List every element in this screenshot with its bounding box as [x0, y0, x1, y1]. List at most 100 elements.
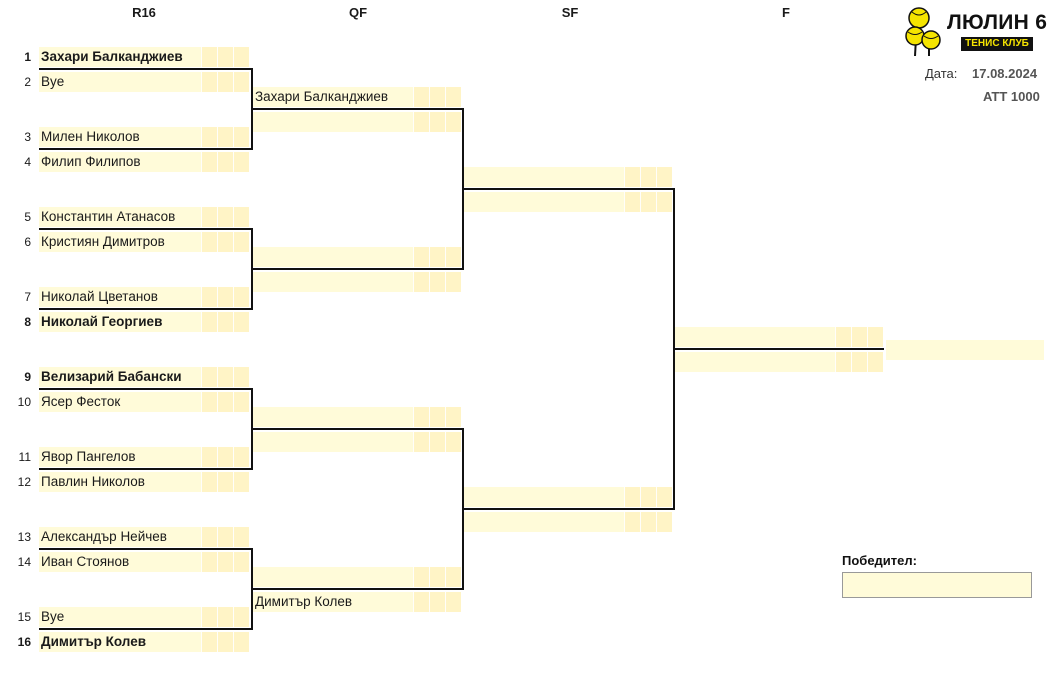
r16-slot-8-score-2[interactable] [217, 312, 233, 332]
qf-slot-6-score-2[interactable] [429, 432, 445, 452]
r16-slot-9-score-3[interactable] [233, 367, 249, 387]
qf-slot-4-score-1[interactable] [413, 272, 429, 292]
r16-slot-13-score-2[interactable] [217, 527, 233, 547]
r16-slot-11-score-3[interactable] [233, 447, 249, 467]
r16-slot-7-name[interactable]: Николай Цветанов [41, 289, 158, 304]
qf-slot-7-score-1[interactable] [413, 567, 429, 587]
qf-slot-4-score-3[interactable] [445, 272, 461, 292]
qf-slot-2-score-1[interactable] [413, 112, 429, 132]
qf-slot-8-score-3[interactable] [445, 592, 461, 612]
qf-slot-5-score-1[interactable] [413, 407, 429, 427]
sf-slot-4-score-2[interactable] [640, 512, 656, 532]
winner-field[interactable] [842, 572, 1032, 598]
sf-slot-3-score-1[interactable] [624, 487, 640, 507]
qf-slot-6-score-3[interactable] [445, 432, 461, 452]
r16-slot-6-score-1[interactable] [201, 232, 217, 252]
sf-slot-2-score-2[interactable] [640, 192, 656, 212]
r16-slot-11-score-1[interactable] [201, 447, 217, 467]
r16-slot-3-score-3[interactable] [233, 127, 249, 147]
qf-slot-2-score-3[interactable] [445, 112, 461, 132]
qf-slot-5-score-2[interactable] [429, 407, 445, 427]
r16-slot-15-score-3[interactable] [233, 607, 249, 627]
r16-slot-13-name[interactable]: Александър Нейчев [41, 529, 167, 544]
qf-slot-1-score-2[interactable] [429, 87, 445, 107]
champion-slot[interactable] [886, 340, 1044, 360]
r16-slot-3-score-2[interactable] [217, 127, 233, 147]
r16-slot-16-score-3[interactable] [233, 632, 249, 652]
qf-slot-7-score-2[interactable] [429, 567, 445, 587]
r16-slot-4-name[interactable]: Филип Филипов [41, 154, 141, 169]
sf-slot-2-name[interactable] [464, 192, 626, 212]
r16-slot-3-name[interactable]: Милен Николов [41, 129, 140, 144]
r16-slot-15-score-1[interactable] [201, 607, 217, 627]
r16-slot-1-name[interactable]: Захари Балканджиев [41, 49, 183, 64]
qf-slot-3-score-3[interactable] [445, 247, 461, 267]
r16-slot-9-score-1[interactable] [201, 367, 217, 387]
r16-slot-14-score-1[interactable] [201, 552, 217, 572]
r16-slot-16-name[interactable]: Димитър Колев [41, 634, 147, 649]
r16-slot-10-score-3[interactable] [233, 392, 249, 412]
r16-slot-7-score-2[interactable] [217, 287, 233, 307]
qf-slot-8-score-1[interactable] [413, 592, 429, 612]
qf-slot-8-score-2[interactable] [429, 592, 445, 612]
qf-slot-6-score-1[interactable] [413, 432, 429, 452]
r16-slot-14-score-2[interactable] [217, 552, 233, 572]
r16-slot-8-name[interactable]: Николай Георгиев [41, 314, 163, 329]
r16-slot-12-score-1[interactable] [201, 472, 217, 492]
r16-slot-5-score-1[interactable] [201, 207, 217, 227]
r16-slot-13-score-3[interactable] [233, 527, 249, 547]
r16-slot-1-score-3[interactable] [233, 47, 249, 67]
r16-slot-15-name[interactable]: Bye [41, 609, 65, 624]
r16-slot-12-name[interactable]: Павлин Николов [41, 474, 145, 489]
sf-slot-1-score-1[interactable] [624, 167, 640, 187]
qf-slot-2-score-2[interactable] [429, 112, 445, 132]
r16-slot-10-score-2[interactable] [217, 392, 233, 412]
sf-slot-3-name[interactable] [464, 487, 626, 507]
qf-slot-1-name[interactable]: Захари Балканджиев [255, 89, 389, 104]
sf-slot-1-score-2[interactable] [640, 167, 656, 187]
r16-slot-16-score-2[interactable] [217, 632, 233, 652]
final-slot-2-name[interactable] [675, 352, 837, 372]
qf-slot-6-name[interactable] [253, 432, 415, 452]
r16-slot-5-name[interactable]: Константин Атанасов [41, 209, 176, 224]
sf-slot-4-score-1[interactable] [624, 512, 640, 532]
r16-slot-6-name[interactable]: Кристиян Димитров [41, 234, 165, 249]
final-slot-2-score-1[interactable] [835, 352, 851, 372]
r16-slot-6-score-2[interactable] [217, 232, 233, 252]
r16-slot-2-score-2[interactable] [217, 72, 233, 92]
r16-slot-3-score-1[interactable] [201, 127, 217, 147]
sf-slot-1-score-3[interactable] [656, 167, 672, 187]
final-slot-2-score-2[interactable] [851, 352, 867, 372]
r16-slot-4-score-1[interactable] [201, 152, 217, 172]
qf-slot-5-name[interactable] [253, 407, 415, 427]
sf-slot-1-name[interactable] [464, 167, 626, 187]
r16-slot-11-name[interactable]: Явор Пангелов [41, 449, 136, 464]
r16-slot-15-score-2[interactable] [217, 607, 233, 627]
final-slot-1-name[interactable] [675, 327, 837, 347]
r16-slot-16-score-1[interactable] [201, 632, 217, 652]
qf-slot-5-score-3[interactable] [445, 407, 461, 427]
qf-slot-3-score-2[interactable] [429, 247, 445, 267]
r16-slot-1-score-2[interactable] [217, 47, 233, 67]
sf-slot-4-score-3[interactable] [656, 512, 672, 532]
sf-slot-4-name[interactable] [464, 512, 626, 532]
sf-slot-2-score-3[interactable] [656, 192, 672, 212]
r16-slot-8-score-3[interactable] [233, 312, 249, 332]
r16-slot-10-name[interactable]: Ясер Фесток [41, 394, 121, 409]
qf-slot-1-score-3[interactable] [445, 87, 461, 107]
r16-slot-9-score-2[interactable] [217, 367, 233, 387]
final-slot-1-score-2[interactable] [851, 327, 867, 347]
qf-slot-2-name[interactable] [253, 112, 415, 132]
sf-slot-3-score-2[interactable] [640, 487, 656, 507]
r16-slot-11-score-2[interactable] [217, 447, 233, 467]
r16-slot-4-score-3[interactable] [233, 152, 249, 172]
r16-slot-10-score-1[interactable] [201, 392, 217, 412]
qf-slot-1-score-1[interactable] [413, 87, 429, 107]
sf-slot-3-score-3[interactable] [656, 487, 672, 507]
qf-slot-7-name[interactable] [253, 567, 415, 587]
r16-slot-13-score-1[interactable] [201, 527, 217, 547]
r16-slot-2-name[interactable]: Bye [41, 74, 65, 89]
r16-slot-5-score-2[interactable] [217, 207, 233, 227]
r16-slot-2-score-1[interactable] [201, 72, 217, 92]
r16-slot-14-score-3[interactable] [233, 552, 249, 572]
